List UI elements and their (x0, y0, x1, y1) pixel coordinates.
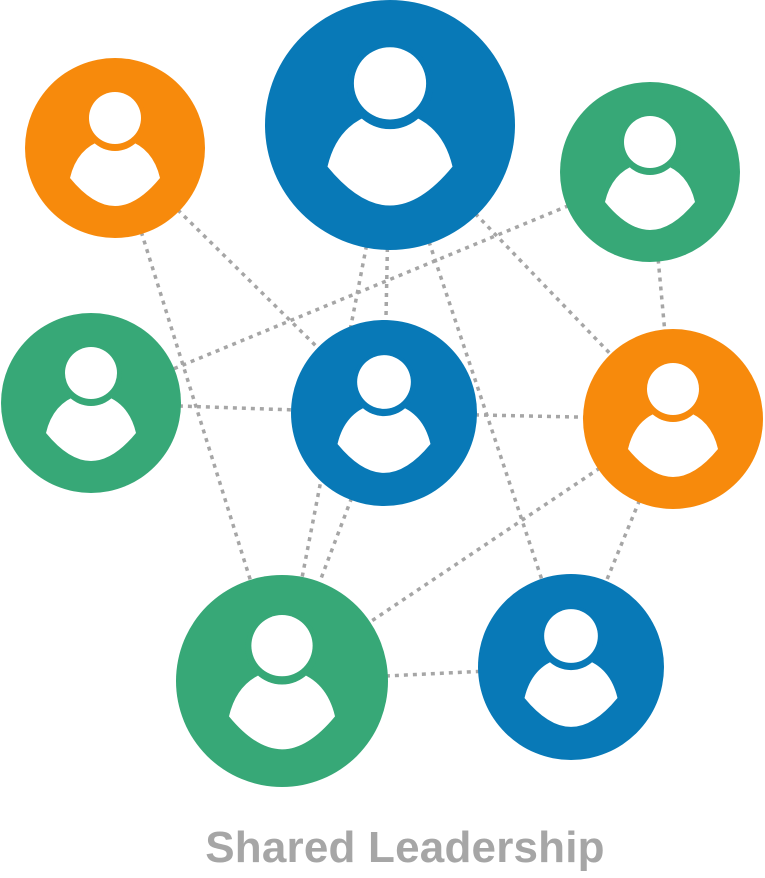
person-icon (605, 113, 695, 230)
bottom-left-person-node (176, 575, 388, 787)
connector-line-top-left-person-to-center-person (176, 208, 321, 351)
middle-right-person-node (583, 329, 763, 509)
connector-line-center-person-to-middle-right-person (474, 413, 586, 419)
person-nodes (1, 0, 763, 787)
top-left-person-node (25, 58, 205, 238)
top-center-person-node (265, 0, 515, 250)
connector-line-top-center-person-to-middle-right-person (474, 212, 614, 357)
connector-line-middle-left-person-to-center-person (178, 404, 294, 412)
middle-left-person-node (1, 313, 181, 493)
person-icon (70, 89, 160, 206)
diagram-caption: Shared Leadership (205, 823, 605, 872)
top-right-person-node (560, 82, 740, 262)
person-icon (524, 606, 618, 727)
connector-line-top-center-person-to-center-person (384, 247, 390, 323)
connector-line-center-person-to-bottom-left-person (317, 497, 354, 585)
connector-line-top-right-person-to-middle-right-person (656, 259, 667, 332)
connector-line-top-left-person-to-bottom-left-person (139, 231, 253, 583)
bottom-right-person-node (478, 574, 664, 760)
connector-line-middle-right-person-to-bottom-right-person (603, 499, 642, 584)
connector-line-bottom-left-person-to-bottom-right-person (385, 669, 481, 678)
person-icon (228, 611, 336, 750)
person-icon (46, 344, 136, 461)
connector-line-top-center-person-to-bottom-right-person (427, 241, 544, 582)
connector-line-top-center-person-to-bottom-left-person (300, 245, 369, 580)
person-icon (327, 43, 453, 206)
center-person-node (291, 320, 477, 506)
connector-lines (139, 203, 667, 678)
connector-line-middle-right-person-to-bottom-left-person (367, 466, 601, 625)
person-icon (628, 360, 718, 477)
person-icon (337, 352, 431, 473)
